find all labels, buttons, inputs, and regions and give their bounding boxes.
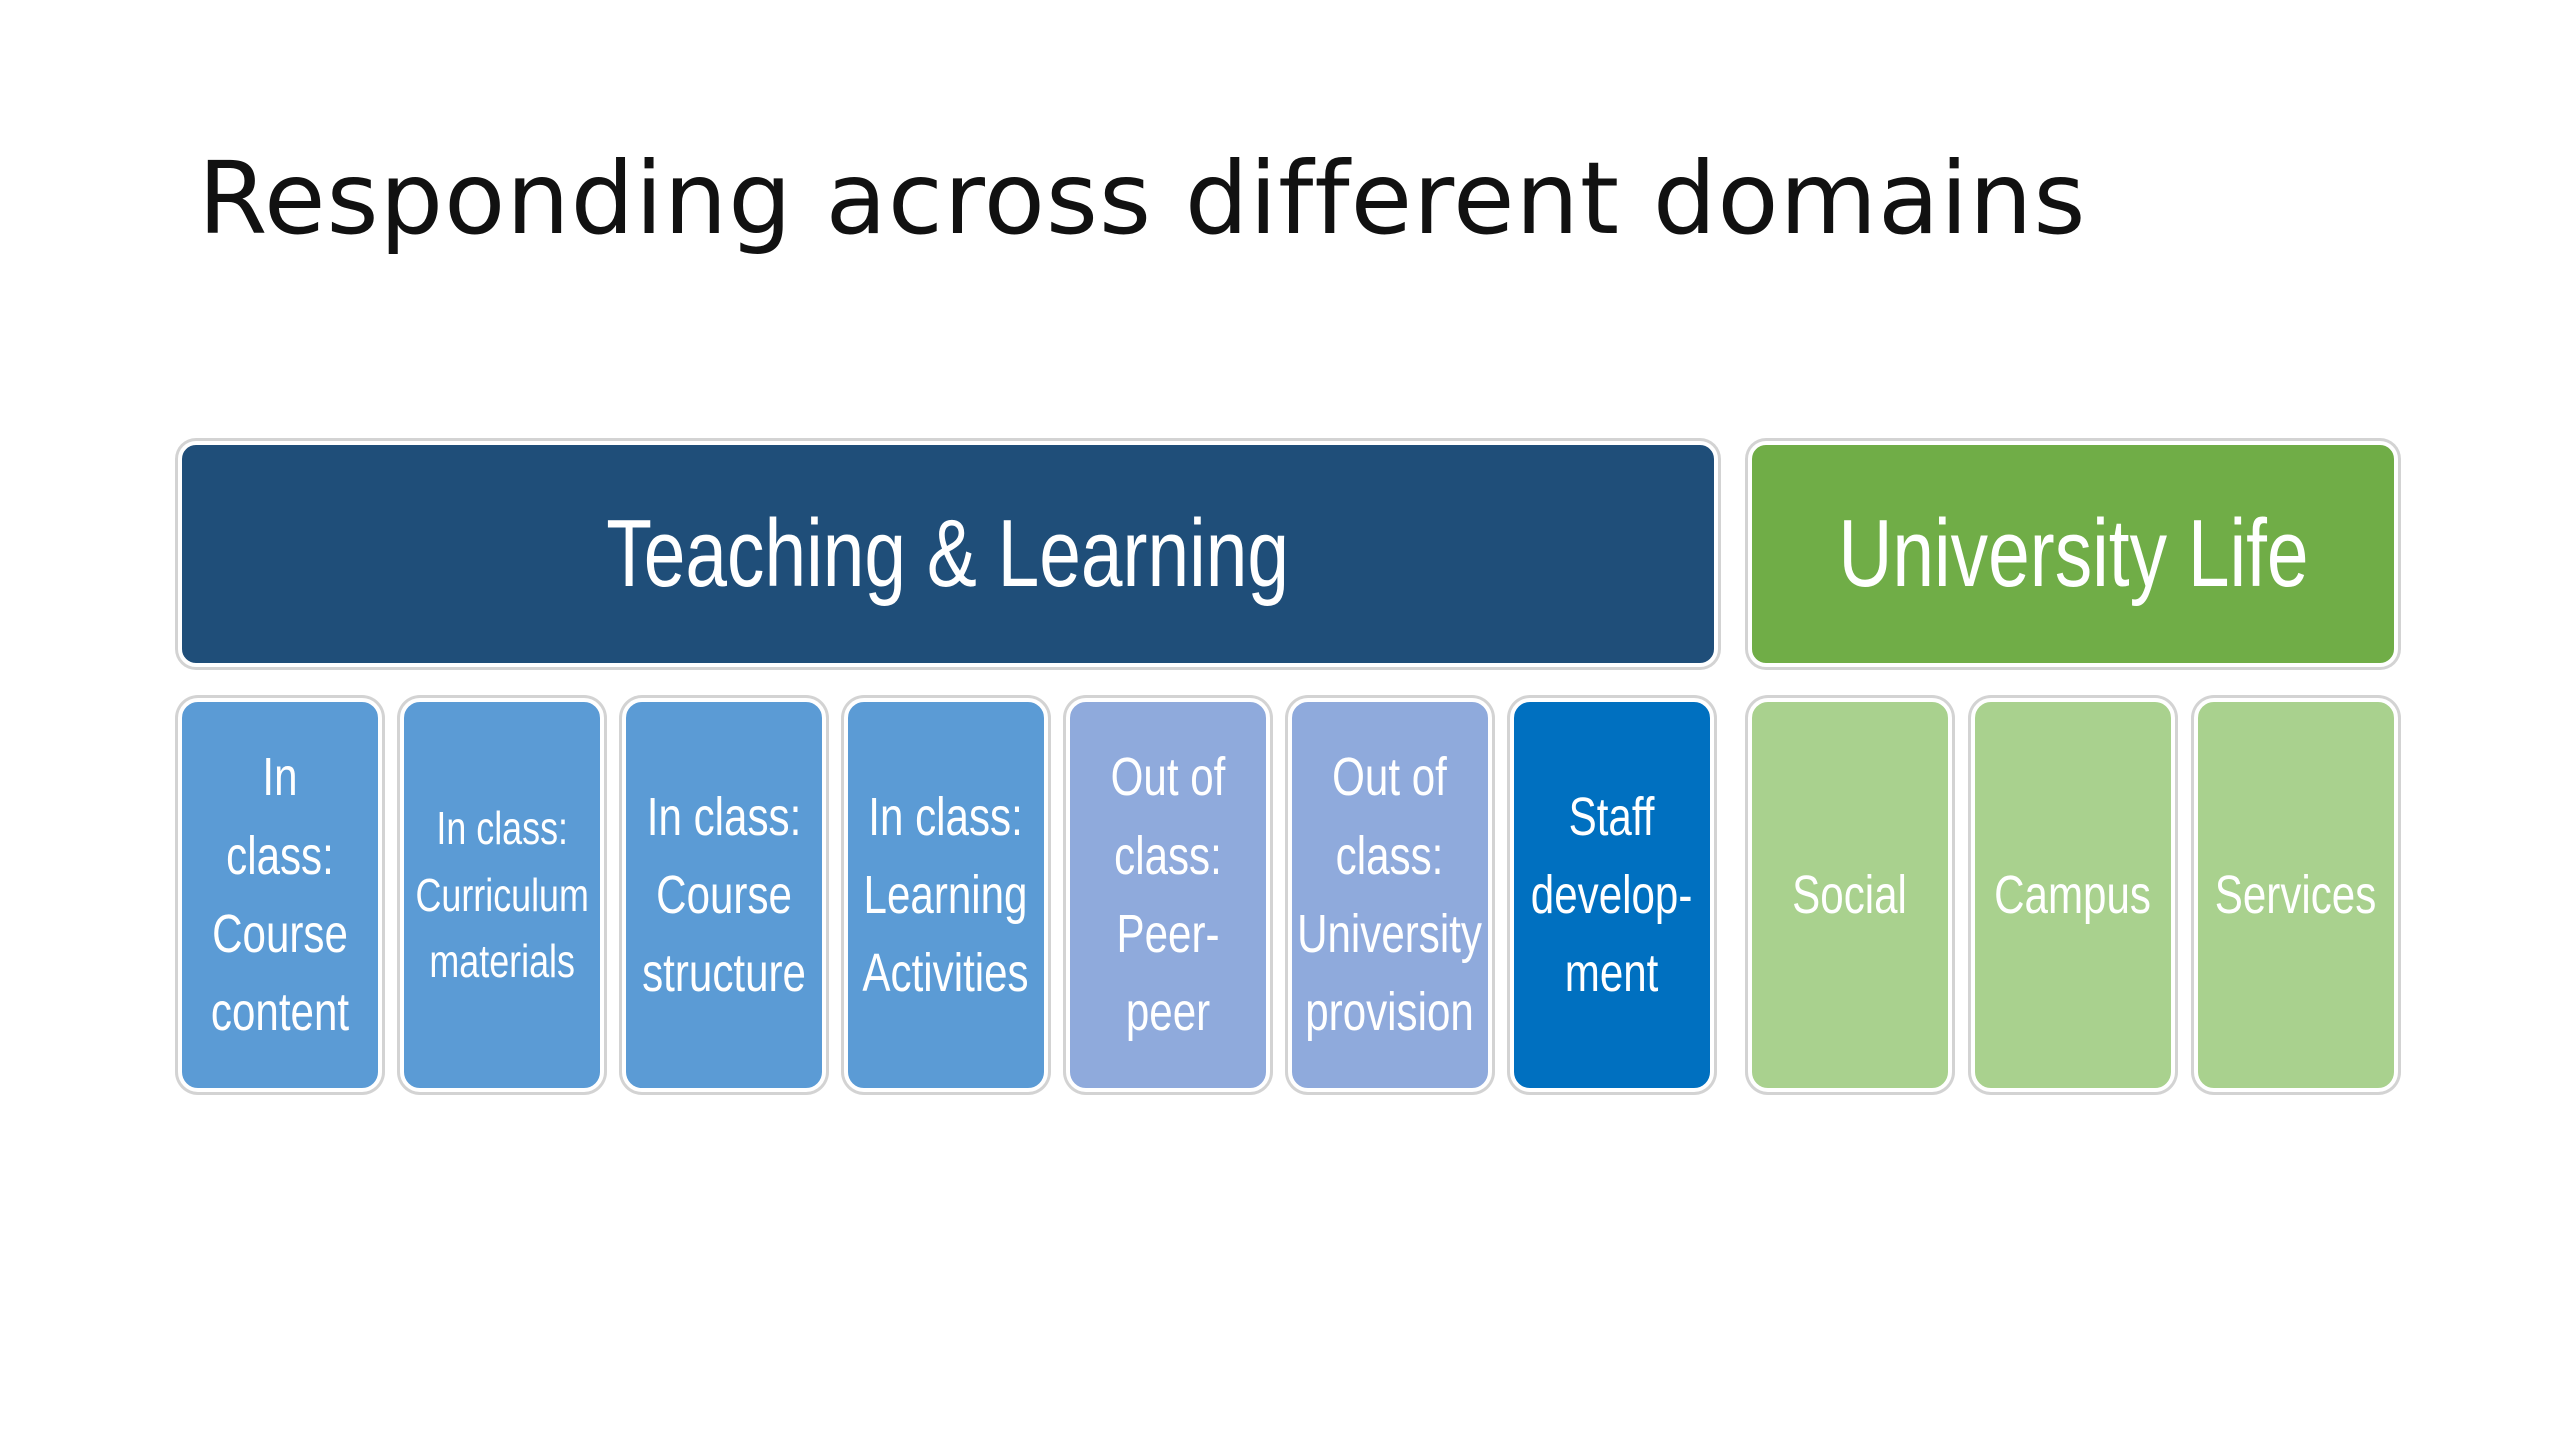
cell-in-class-course-structure: In class: Course structure [622, 698, 826, 1092]
cell-label: Social [1792, 864, 1908, 925]
cell-campus: Campus [1971, 698, 2175, 1092]
teaching-learning-label: Teaching & Learning [606, 500, 1290, 607]
teaching-learning-header: Teaching & Learning [178, 441, 1718, 667]
cell-label: In class: Learning Activities [862, 786, 1030, 1004]
cell-out-of-class-peer-peer: Out of class: Peer-peer [1066, 698, 1270, 1092]
cell-services: Services [2194, 698, 2398, 1092]
cell-out-of-class-university-provision: Out of class: University provision [1288, 698, 1492, 1092]
university-life-header: University Life [1748, 441, 2398, 667]
cell-label: Out of class: Peer-peer [1110, 747, 1226, 1043]
cell-label: Services [2215, 864, 2377, 925]
cell-in-class-learning-activities: In class: Learning Activities [844, 698, 1048, 1092]
university-life-label: University Life [1837, 500, 2309, 607]
cell-label: In class: Curriculum materials [415, 801, 589, 988]
cell-label: In class: Course content [210, 747, 350, 1043]
cell-social: Social [1748, 698, 1952, 1092]
cell-label: Staff develop- ment [1531, 786, 1693, 1004]
cell-in-class-course-content: In class: Course content [178, 698, 382, 1092]
cell-label: Out of class: University provision [1297, 747, 1483, 1043]
cell-staff-development: Staff develop- ment [1510, 698, 1714, 1092]
cell-in-class-curriculum-materials: In class: Curriculum materials [400, 698, 604, 1092]
cell-label: In class: Course structure [642, 786, 806, 1004]
slide-title: Responding across different domains [198, 140, 2087, 257]
cell-label: Campus [1994, 864, 2152, 925]
